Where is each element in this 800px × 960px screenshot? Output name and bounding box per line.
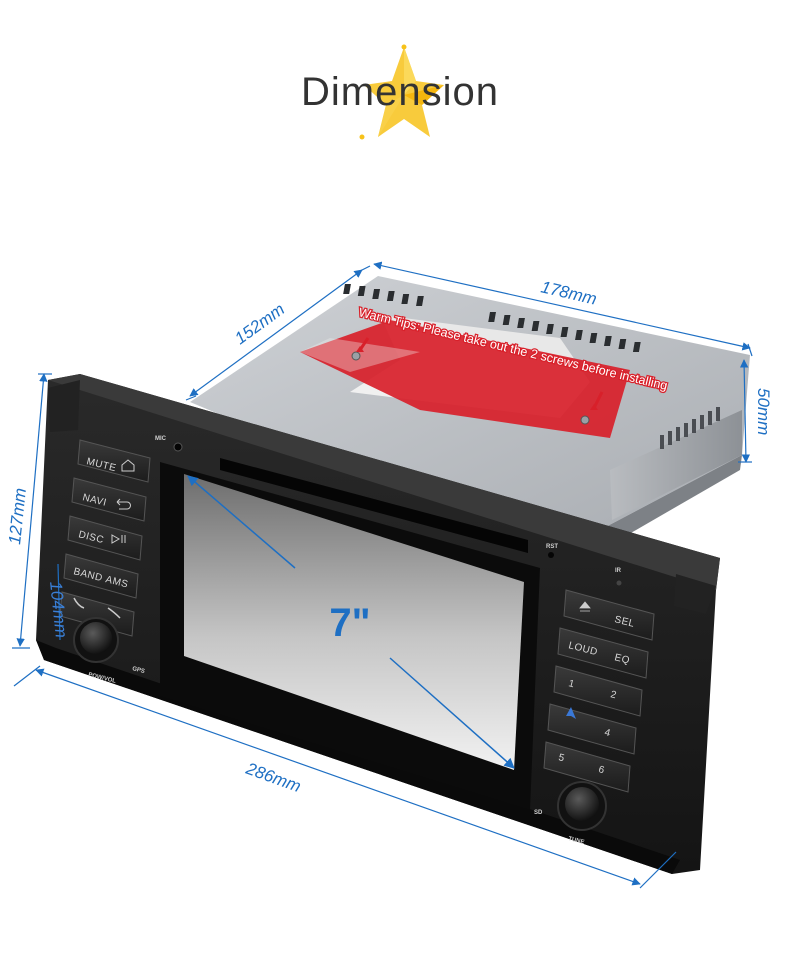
phone-button[interactable] — [59, 591, 135, 637]
disc-slot — [220, 458, 528, 553]
screw-icon — [580, 415, 590, 425]
star-decoration-icon — [359, 44, 444, 140]
mute-button[interactable]: MUTE — [77, 439, 151, 483]
left-button-group: MUTE NAVI DISC BAND AMS — [59, 436, 622, 685]
sel-label: SEL — [613, 614, 635, 630]
dimension-178mm: 178mm — [539, 277, 599, 308]
ir-label: IR — [615, 568, 622, 574]
mic-label: MIC — [155, 436, 167, 442]
sd-label: SD — [534, 810, 543, 816]
loud-eq-button[interactable]: LOUD EQ — [557, 627, 649, 679]
header: Dimension — [0, 40, 800, 150]
eq-label: EQ — [613, 652, 631, 666]
ams-label: AMS — [104, 574, 129, 590]
dimension-lines — [12, 261, 753, 889]
dimension-152mm: 152mm — [231, 300, 288, 349]
home-icon — [121, 459, 135, 472]
screw-icon — [351, 351, 361, 361]
disc-button[interactable]: DISC — [67, 515, 143, 561]
eject-icon — [579, 601, 591, 612]
ir-sensor — [616, 580, 622, 586]
back-arrow-icon — [116, 498, 131, 510]
power-volume-knob[interactable] — [73, 617, 119, 663]
screw-arrow-icon — [592, 391, 604, 409]
mic-hole — [173, 442, 183, 452]
dimension-50mm: 50mm — [754, 388, 773, 435]
dimension-286mm: 286mm — [243, 759, 304, 797]
sel-eject-button[interactable]: SEL — [563, 589, 655, 641]
phone-answer-icon — [73, 597, 85, 609]
page-title: Dimension — [301, 70, 499, 114]
tune-knob[interactable] — [557, 781, 607, 831]
rst-label: RST — [546, 544, 558, 550]
navi-button[interactable]: NAVI — [71, 477, 147, 522]
phone-hangup-icon — [107, 607, 121, 619]
screen-size-label: 7" — [329, 601, 370, 645]
band-ams-button[interactable]: BAND AMS — [63, 553, 139, 599]
rst-hole — [548, 552, 554, 558]
play-pause-icon — [111, 534, 126, 544]
dimension-127mm: 127mm — [5, 487, 30, 545]
